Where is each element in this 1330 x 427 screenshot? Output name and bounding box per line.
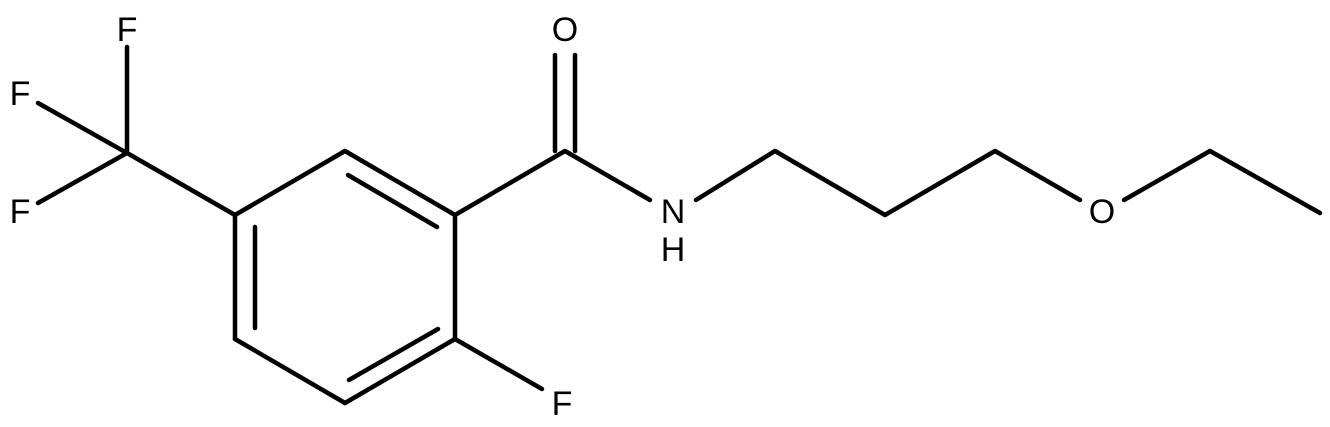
- atom-fluorine-ring: F: [552, 385, 573, 423]
- bond-ethyl-c1-c2: [1207, 148, 1323, 216]
- bond-n-to-chain-c1: [693, 148, 778, 203]
- bond-ring-to-cf3-carbon: [124, 150, 238, 218]
- bond-chain-c2-c3: [882, 148, 998, 218]
- bond-chain-c3-to-o: [992, 148, 1083, 203]
- bond-ring-to-carbonyl-carbon: [452, 148, 568, 218]
- bonds: [35, 44, 1323, 406]
- bond-carbonyl-carbon-to-n: [562, 148, 653, 203]
- atom-labels: F F F F O N H O: [10, 11, 1116, 423]
- bond-ring-inner-double-lower: [346, 326, 441, 383]
- atom-amide-nitrogen: N: [661, 193, 686, 231]
- atom-ether-oxygen: O: [1089, 193, 1115, 231]
- atom-amide-hydrogen: H: [661, 231, 686, 269]
- atom-carbonyl-oxygen: O: [552, 11, 578, 49]
- atom-fluorine-bottom-left: F: [10, 193, 31, 231]
- bond-cf3-carbon-to-f-bottom: [35, 150, 130, 206]
- atom-fluorine-top: F: [117, 11, 138, 49]
- bond-chain-c1-c2: [772, 148, 888, 218]
- bond-ring-c1-c2: [232, 148, 348, 218]
- bond-ring-to-f: [452, 336, 545, 392]
- bond-cf3-carbon-to-f-left: [35, 100, 130, 156]
- bond-ring-c4-c5: [342, 336, 458, 406]
- bond-o-to-ethyl-c1: [1121, 148, 1213, 203]
- bond-ring-inner-double-upper: [345, 172, 440, 230]
- bond-ring-c5-c6: [232, 336, 348, 406]
- atom-fluorine-left: F: [10, 75, 31, 113]
- bond-ring-c2-c3: [342, 148, 458, 218]
